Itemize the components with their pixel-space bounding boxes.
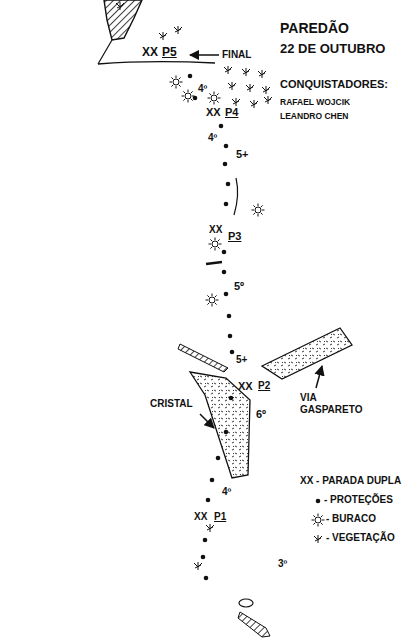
note-text: CONQUISTADORES: (280, 78, 388, 91)
vegetation-symbol (116, 2, 124, 10)
rock-block (104, 0, 142, 40)
protection-dot (222, 270, 227, 275)
protection-dot (223, 162, 228, 167)
route-label: CRISTAL (150, 398, 193, 410)
route-label: P3 (228, 230, 241, 243)
hole-symbol (208, 92, 221, 105)
protection-dot (230, 350, 235, 355)
route-label: 5º (234, 280, 244, 293)
rock-band (238, 612, 270, 637)
route-label: P2 (258, 380, 270, 392)
vegetation-symbol (159, 32, 167, 40)
legend-text: XX - PARADA DUPLA (300, 475, 401, 487)
route-label: 3º (278, 558, 287, 570)
vegetation-symbol (246, 84, 254, 92)
flake (178, 344, 228, 372)
protection-dot (226, 182, 231, 187)
protection-dot (222, 250, 227, 255)
hole-symbol (182, 90, 195, 103)
vegetation-symbol (206, 524, 214, 532)
protection-dot (227, 314, 232, 319)
note-text: 22 DE OUTUBRO (280, 42, 385, 57)
protection-dot (201, 555, 206, 560)
route-label: XX (206, 106, 221, 119)
route-label: XX (194, 511, 207, 523)
hole-symbol (209, 238, 222, 251)
route-label: 4º (222, 486, 231, 498)
crack-line (234, 178, 238, 215)
route-label: P1 (214, 511, 226, 523)
route-label: FINAL (222, 49, 251, 61)
ledge-mark (206, 262, 222, 264)
protection-dot (228, 334, 233, 339)
final-arrow (190, 54, 219, 56)
protection-dot (219, 124, 224, 129)
hole-symbol (252, 204, 265, 217)
protection-dot (224, 292, 229, 297)
vegetation-symbol (228, 82, 236, 90)
route-label: XX (209, 224, 222, 236)
protection-dot (203, 538, 208, 543)
vegetation-symbol (194, 562, 202, 570)
gaspareto-arrow (316, 366, 322, 388)
vegetation-symbol (232, 98, 240, 106)
vegetation-symbol (250, 100, 258, 108)
legend-dot-sample (316, 499, 321, 504)
hole-symbol (206, 294, 219, 307)
protection-dot (210, 478, 215, 483)
route-label: VIA GASPARETO (300, 392, 364, 415)
vegetation-symbol (264, 96, 272, 104)
vegetation-symbol (258, 70, 266, 78)
vegetation-symbol (174, 26, 182, 34)
hole-symbol (170, 76, 183, 89)
vegetation-symbol (224, 66, 232, 74)
protection-dot (224, 430, 229, 435)
route-label: 4º (208, 132, 217, 144)
legend-text: - VEGETAÇÃO (326, 532, 395, 544)
protection-dot (224, 144, 229, 149)
protection-dot (224, 202, 229, 207)
protection-dot (188, 74, 193, 79)
route-label: 5+ (236, 148, 249, 161)
vegetation-symbol (314, 535, 322, 543)
via-gaspareto-ramp (262, 328, 352, 379)
ledge-line (98, 62, 215, 64)
route-label: XX (238, 380, 253, 393)
cristal-arrow (200, 414, 214, 428)
note-text: RAFAEL WOJCIK (280, 98, 350, 108)
protection-dot (206, 498, 211, 503)
vegetation-symbol (262, 86, 270, 94)
legend-text: - PROTEÇÕES (324, 494, 393, 506)
protection-dot (229, 396, 234, 401)
protection-dot (204, 576, 209, 581)
route-label: P5 (162, 46, 177, 60)
vegetation-symbol (242, 68, 250, 76)
route-label: 5+ (236, 354, 247, 366)
route-label: 6º (256, 408, 266, 421)
boulder (239, 599, 253, 607)
hole-symbol (312, 514, 325, 527)
protection-dot (216, 456, 221, 461)
route-label: XX (142, 46, 158, 60)
legend-text: - BURACO (326, 513, 376, 525)
note-text: LEANDRO CHEN (280, 112, 348, 122)
route-label: 4º (198, 83, 207, 95)
title: PAREDÃO (280, 20, 349, 36)
protection-dot (193, 96, 198, 101)
route-label: P4 (225, 106, 238, 119)
